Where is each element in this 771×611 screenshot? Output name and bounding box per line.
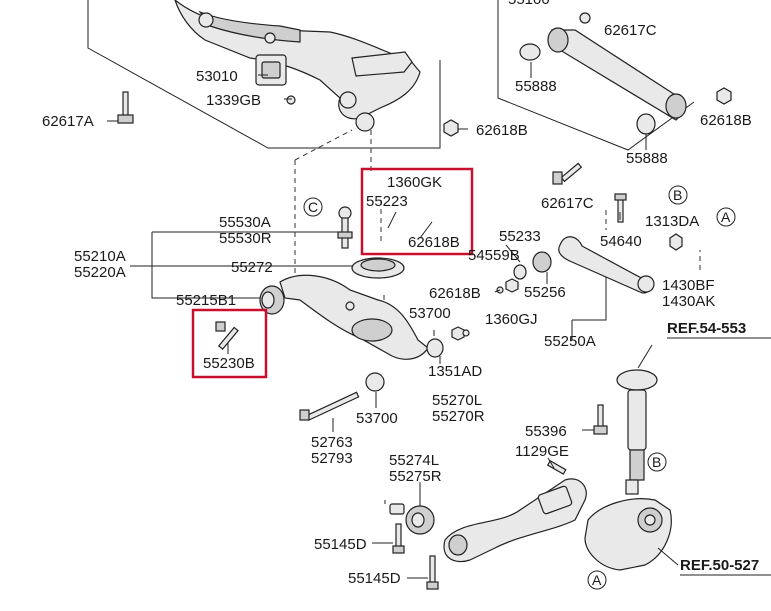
trailing-arm-assembly [384,478,587,590]
leader-lines [107,62,679,579]
callout-a-bottom: A [592,572,602,588]
label-62618B-box: 62618B [408,234,460,251]
callout-a-top: A [721,209,731,225]
crossmember-assembly [87,0,459,149]
label-55233: 55233 [499,228,541,245]
label-53010: 53010 [196,68,238,85]
label-53700-b: 53700 [356,410,398,427]
label-55223: 55223 [366,193,408,210]
label-62617A: 62617A [42,113,94,130]
label-1360GJ: 1360GJ [485,311,538,328]
part-labels: 55100 62617C 53010 1339GB 62617A 55888 6… [42,0,771,587]
label-55250A: 55250A [544,333,596,350]
label-52763: 52763 [311,434,353,451]
label-1129GE: 1129GE [515,443,569,460]
label-55275R: 55275R [389,468,442,485]
highlight-box-lower [191,308,268,379]
label-55145D-a: 55145D [314,536,367,553]
label-62618B-mid: 62618B [476,122,528,139]
label-55530A: 55530A [219,214,271,231]
label-55888-a: 55888 [515,78,557,95]
upper-arm-assembly [497,0,732,185]
label-55230B: 55230B [203,355,255,372]
label-1430AK: 1430AK [662,293,715,310]
label-55530R: 55530R [219,230,272,247]
label-52793: 52793 [311,450,353,467]
callout-b-right: B [652,454,661,470]
label-55270L: 55270L [432,392,482,409]
callout-b-top: B [673,187,682,203]
label-1360GK: 1360GK [387,174,442,191]
label-1339GB: 1339GB [206,92,261,109]
label-62617C-top: 62617C [604,22,657,39]
label-55145D-b: 55145D [348,570,401,587]
label-55274L: 55274L [389,452,439,469]
label-55396: 55396 [525,423,567,440]
label-62617C-mid: 62617C [541,195,594,212]
highlight-box-upper [360,167,474,256]
label-ref-50-527: REF.50-527 [680,557,759,574]
toe-link-assembly [496,193,683,340]
label-1351AD: 1351AD [428,363,482,380]
label-55210A: 55210A [74,248,126,265]
lower-arm-assembly [130,206,470,421]
callouts: C B A B A [303,185,736,590]
label-55100: 55100 [508,0,550,8]
label-55272: 55272 [231,259,273,276]
label-53700-a: 53700 [409,305,451,322]
label-55256: 55256 [524,284,566,301]
label-54640: 54640 [600,233,642,250]
label-54559B: 54559B [468,247,520,264]
label-62618B-low: 62618B [429,285,481,302]
label-55270R: 55270R [432,408,485,425]
label-ref-54-553: REF.54-553 [667,320,746,337]
label-1313DA: 1313DA [645,213,699,230]
label-1430BF: 1430BF [662,277,715,294]
label-62618B-right: 62618B [700,112,752,129]
label-55215B1: 55215B1 [176,292,236,309]
guide-lines [294,129,701,345]
callout-c: C [308,199,318,215]
label-55888-b: 55888 [626,150,668,167]
label-55220A: 55220A [74,264,126,281]
